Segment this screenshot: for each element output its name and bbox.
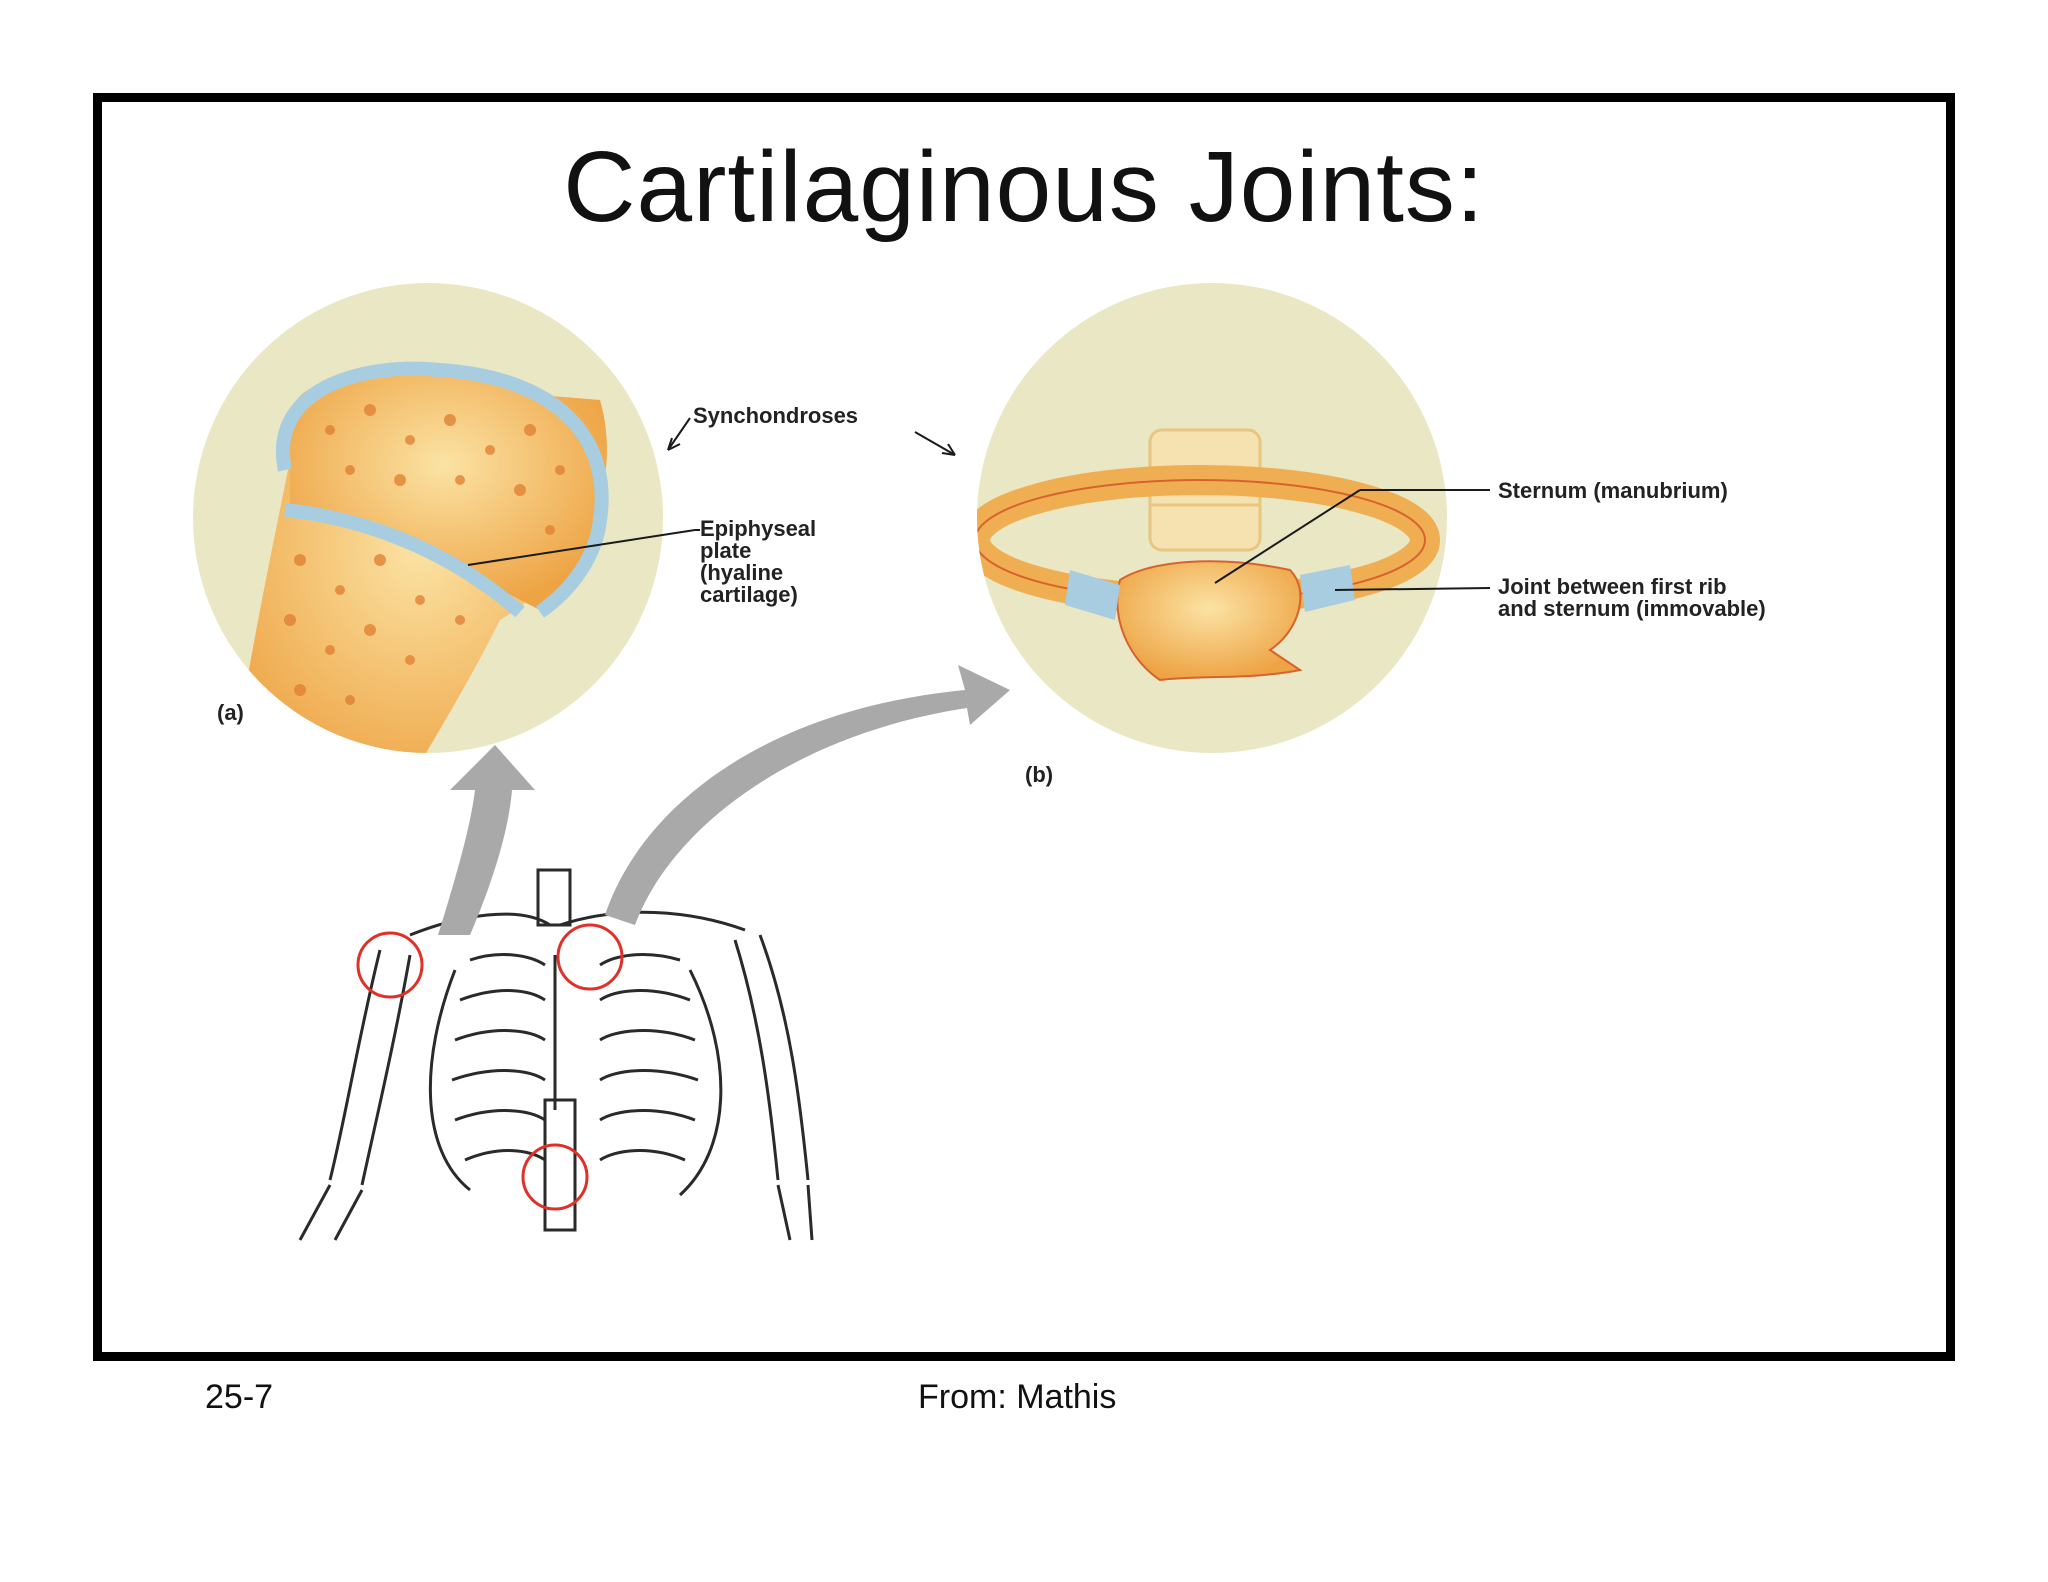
inset-b-sternum: [977, 283, 1447, 753]
skeleton-torso: [298, 868, 814, 1241]
label-sternum-manubrium: Sternum (manubrium): [1498, 478, 1728, 503]
slide-number: 25-7: [205, 1378, 274, 1416]
panel-a-label: (a): [217, 700, 244, 725]
inset-a-epiphyseal: [193, 283, 663, 753]
panel-b-label: (b): [1025, 762, 1054, 787]
label-synchondroses: Synchondroses: [693, 403, 859, 428]
arrows: [438, 665, 1010, 935]
highlight-shoulder: [356, 931, 424, 999]
slide-title: Cartilaginous Joints:: [563, 131, 1485, 243]
label-epiphyseal-plate: Epiphyseal plate (hyaline cartilage): [700, 516, 817, 607]
source-credit: From: Mathis: [918, 1378, 1117, 1416]
highlight-circles: [356, 923, 624, 1211]
label-first-rib-joint: Joint between first rib and sternum (imm…: [1498, 574, 1766, 621]
arrow-to-inset-b: [605, 665, 1010, 925]
highlight-xiphoid: [521, 1143, 589, 1211]
highlight-manubrium: [556, 923, 624, 991]
leader-lines: [467, 417, 1491, 591]
arrow-to-inset-a: [438, 745, 535, 935]
